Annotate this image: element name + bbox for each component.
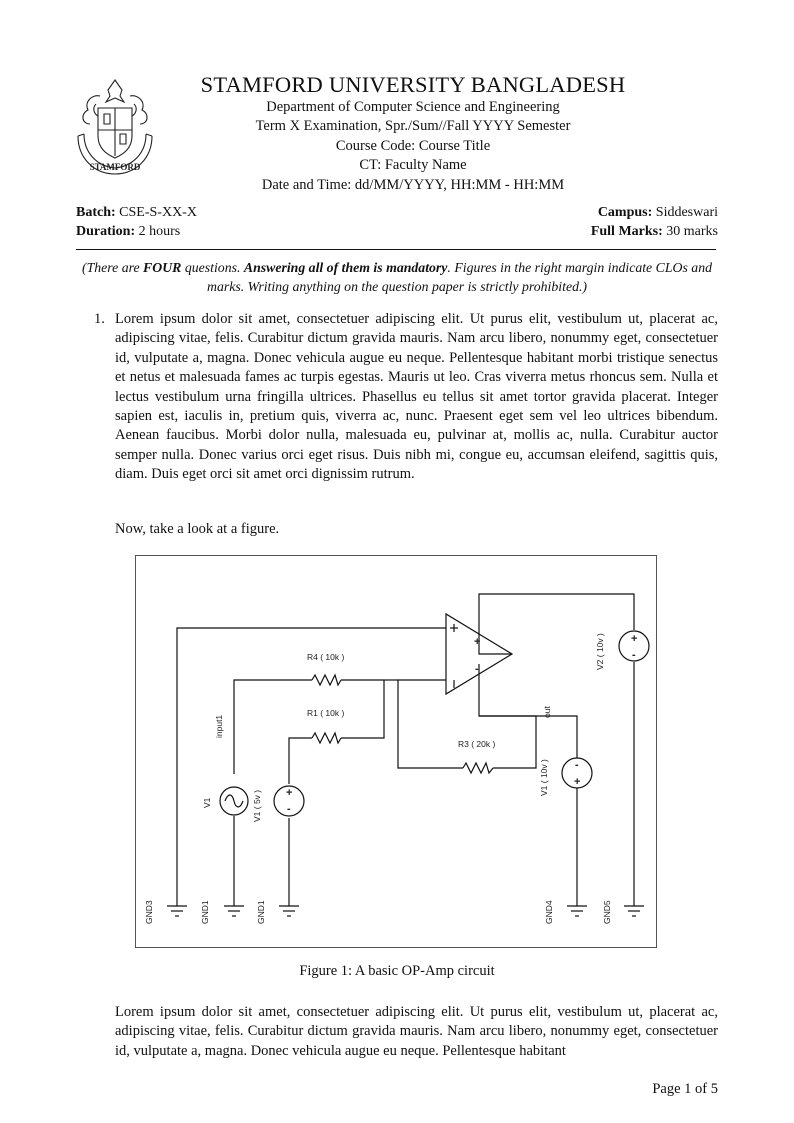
- instr-part4: Answering all of them is mandatory: [243, 260, 448, 275]
- course-teacher: CT: Faculty Name: [359, 157, 467, 174]
- label-gnd4: GND4: [544, 900, 554, 924]
- marks-value: 30 marks: [666, 224, 718, 239]
- label-v1-5v: V1 ( 5v ): [252, 790, 262, 822]
- v2-plus: +: [631, 633, 637, 645]
- label-gnd5: GND5: [602, 900, 612, 924]
- ground-gnd5: [624, 905, 644, 917]
- ac-source-v1: [219, 786, 249, 816]
- university-crest-logo: STAMFORD: [77, 79, 153, 175]
- batch-info: Batch: CSE-S-XX-X: [76, 203, 197, 222]
- label-v1-10v: V1 ( 10v ): [539, 759, 549, 796]
- v10-plus: +: [574, 776, 580, 788]
- v5-minus: -: [287, 803, 291, 815]
- question-text: Lorem ipsum dolor sit amet, consectetuer…: [115, 311, 718, 483]
- ground-gnd3: [167, 905, 187, 917]
- ground-gnd1a: [224, 905, 244, 917]
- label-v1: V1: [202, 797, 212, 808]
- department-name: Department of Computer Science and Engin…: [266, 99, 560, 115]
- ground-gnd4: [567, 905, 587, 917]
- duration-value: 2 hours: [138, 224, 181, 239]
- v10-minus: -: [575, 759, 579, 771]
- label-gnd1a: GND1: [200, 900, 210, 924]
- duration-label: Duration:: [76, 224, 136, 239]
- marks-label: Full Marks:: [590, 224, 663, 239]
- marks-info: Full Marks: 30 marks: [591, 222, 718, 241]
- exam-info: Batch: CSE-S-XX-X Campus: Siddeswari Dur…: [76, 203, 718, 241]
- exam-instructions: (There are FOUR questions. Answering all…: [76, 258, 718, 296]
- exam-datetime: Date and Time: dd/MM/YYYY, HH:MM - HH:MM: [261, 176, 565, 193]
- duration-info: Duration: 2 hours: [76, 222, 180, 241]
- wire-minus-r3: [397, 679, 446, 769]
- batch-value: CSE-S-XX-X: [119, 205, 197, 220]
- instr-part3: questions.: [181, 260, 244, 275]
- dc-source-v2-10v: [618, 630, 650, 662]
- resistor-r4: [311, 673, 342, 687]
- label-gnd3: GND3: [144, 900, 154, 924]
- logo-text: STAMFORD: [90, 162, 141, 172]
- figure-box: + - - + + - + - R4 ( 10k ) R1 ( 10k ) R3…: [135, 555, 657, 948]
- resistor-r1: [311, 731, 342, 745]
- resistor-r3: [462, 761, 494, 775]
- label-input1: input1: [214, 715, 224, 738]
- v5-plus: +: [286, 787, 292, 799]
- label-out: out: [542, 706, 552, 718]
- ground-gnd1b: [279, 905, 299, 917]
- campus-label: Campus:: [597, 205, 653, 220]
- dc-source-v1-10v: [561, 757, 593, 789]
- opamp-plus: +: [474, 636, 480, 648]
- v2-minus: -: [632, 649, 636, 661]
- exam-header: STAMFORD UNIVERSITY BANGLADESH Departmen…: [160, 72, 666, 195]
- question-1: 1. Lorem ipsum dolor sit amet, consectet…: [76, 310, 718, 485]
- course-code: Course Code: Course Title: [335, 137, 491, 154]
- batch-label: Batch:: [76, 205, 116, 220]
- campus-info: Campus: Siddeswari: [598, 203, 718, 222]
- opamp-circuit-diagram: + - - + + - + - R4 ( 10k ) R1 ( 10k ) R3…: [144, 593, 650, 924]
- page-number: Page 1 of 5: [652, 1081, 718, 1097]
- university-name: STAMFORD UNIVERSITY BANGLADESH: [200, 72, 626, 97]
- instr-part1: (There are: [81, 260, 144, 275]
- exam-term: Term X Examination, Spr./Sum//Fall YYYY …: [255, 118, 571, 135]
- campus-value: Siddeswari: [655, 205, 718, 220]
- label-r3: R3 ( 20k ): [458, 739, 495, 749]
- label-v2-10v: V2 ( 10v ): [595, 633, 605, 670]
- figure-caption: Figure 1: A basic OP-Amp circuit: [299, 963, 495, 979]
- figure-intro: Now, take a look at a figure.: [115, 521, 280, 537]
- header-divider: [76, 249, 716, 250]
- instr-part5: . Figures in the right margin indicate C…: [206, 260, 712, 294]
- instr-part2: FOUR: [143, 260, 182, 275]
- label-gnd1b: GND1: [256, 900, 266, 924]
- body-paragraph: Lorem ipsum dolor sit amet, consectetuer…: [115, 1004, 718, 1059]
- dc-source-v1-5v: [273, 785, 305, 817]
- label-r1: R1 ( 10k ): [307, 708, 344, 718]
- question-number: 1.: [94, 311, 105, 327]
- label-r4: R4 ( 10k ): [307, 652, 344, 662]
- opamp-minus: -: [475, 663, 479, 675]
